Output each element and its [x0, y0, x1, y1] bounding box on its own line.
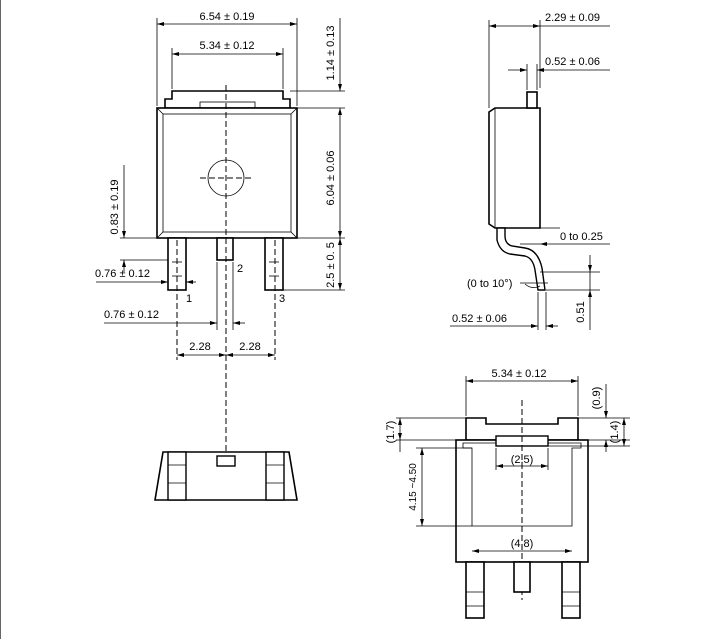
lead-3 [264, 237, 284, 291]
top-body-inner [162, 113, 292, 233]
front-lead-3 [265, 451, 285, 501]
bottom-lead-1 [465, 561, 485, 619]
label-pad-height: 4.15 ~4.50 [408, 463, 419, 511]
side-view: 2.29 ± 0.09 0.52 ± 0.06 0 to 0.25 0.51 (… [450, 12, 610, 330]
label-notch-depth: (0.9) [591, 387, 603, 410]
top-tab [164, 90, 291, 109]
side-tab [526, 91, 538, 109]
front-lead-1 [167, 451, 187, 501]
front-lead-2 [216, 455, 236, 467]
pin-2-label: 2 [237, 263, 243, 275]
label-lead-width-bottom: 0.76 ± 0.12 [104, 309, 159, 321]
label-lead-width-top: 0.76 ± 0.12 [95, 268, 150, 280]
label-notch-height: (1.4) [609, 421, 621, 444]
label-tab-thickness: 0.52 ± 0.06 [545, 56, 600, 68]
label-pitch-left: 2.28 [189, 341, 210, 353]
label-standoff: 0 to 0.25 [560, 231, 603, 243]
label-overall-width: 6.54 ± 0.19 [200, 11, 255, 23]
label-lead-length: 2.5 ± 0. 5 [325, 242, 337, 288]
front-body [154, 451, 298, 501]
front-view [154, 451, 298, 501]
label-left-height: (1.7) [385, 421, 397, 444]
label-lead-bend: 0.51 [575, 301, 587, 322]
label-tab-width: 5.34 ± 0.12 [200, 40, 255, 52]
label-left-edge: 0.83 ± 0.19 [109, 180, 121, 235]
label-thickness: 2.29 ± 0.09 [545, 12, 600, 24]
side-body [488, 107, 541, 229]
label-inner-width: (4.8) [511, 538, 534, 550]
label-pad-width: (2.5) [511, 454, 534, 466]
top-view: 1 2 3 6.54 ± 0.19 5.34 ± 0.12 1.14 ± 0.1… [95, 11, 345, 460]
label-lead-thickness: 0.52 ± 0.06 [452, 313, 507, 325]
bottom-recess [462, 442, 582, 527]
label-angle: (0 to 10°) [467, 278, 512, 290]
label-body-height: 6.04 ± 0.06 [325, 151, 337, 206]
pin-1-label: 1 [186, 293, 192, 305]
top-body [156, 107, 298, 239]
pin-3-label: 3 [279, 293, 285, 305]
lead-2 [216, 237, 234, 261]
bottom-view: 5.34 ± 0.12 (0.9) (1.4) (1.7) 4.15 ~4.50 [385, 368, 630, 619]
side-lead [496, 227, 546, 291]
bottom-lead-3 [561, 561, 581, 619]
label-bottom-tab-width: 5.34 ± 0.12 [492, 368, 547, 380]
label-pitch-right: 2.28 [239, 341, 260, 353]
bottom-lead-2 [513, 561, 531, 593]
label-tab-height: 1.14 ± 0.13 [325, 26, 337, 81]
